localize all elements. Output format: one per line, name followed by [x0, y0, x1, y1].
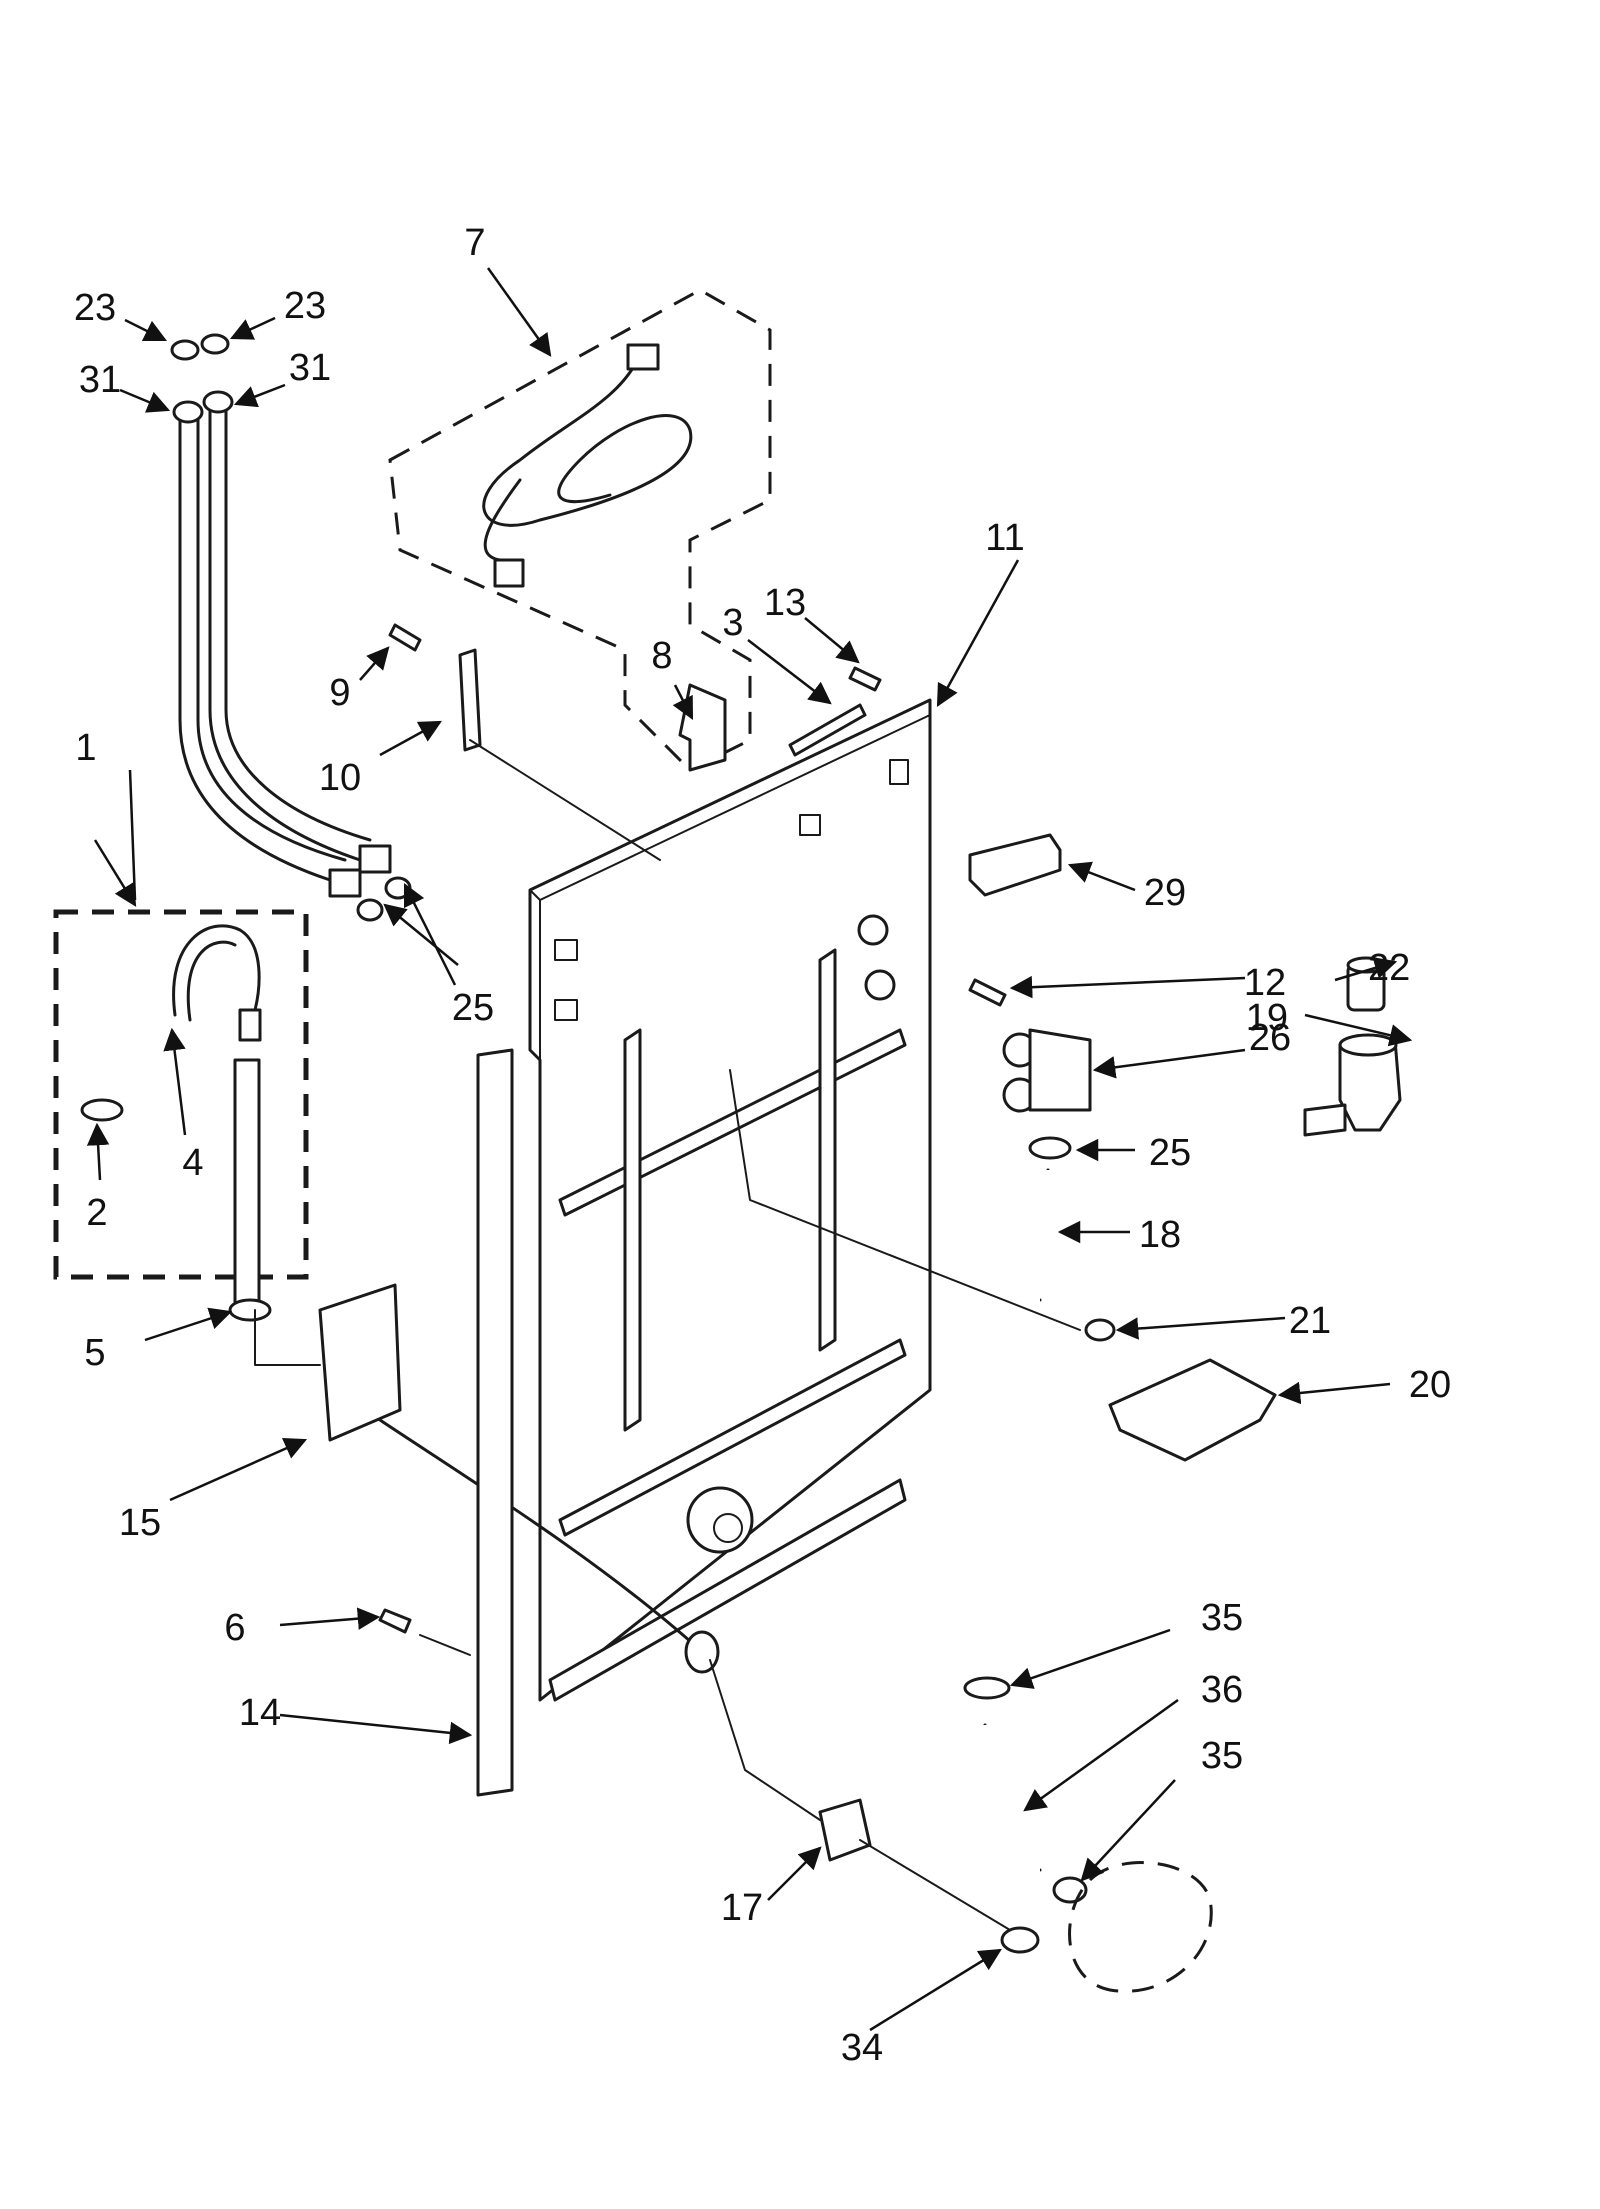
- inlet-hoses: [172, 390, 392, 898]
- rear-panel: [528, 698, 932, 1702]
- side-rail: [476, 1048, 514, 1797]
- callout-14: 14: [239, 1692, 281, 1734]
- pump-outline: [1068, 1861, 1213, 1993]
- callout-13: 13: [764, 582, 806, 624]
- drain-hose: [318, 1283, 720, 1674]
- callout-31-left: 31: [79, 359, 121, 401]
- callout-34: 34: [841, 2027, 883, 2069]
- callout-17: 17: [721, 1887, 763, 1929]
- group-box-power-cord: [388, 288, 772, 772]
- callout-36: 36: [1201, 1669, 1243, 1711]
- callout-19: 19: [1246, 997, 1288, 1039]
- callout-18: 18: [1139, 1214, 1181, 1256]
- top-strip: [788, 703, 867, 757]
- callout-10: 10: [319, 757, 361, 799]
- inlet-kit-hose: [172, 924, 262, 1312]
- screw-13: [848, 666, 882, 692]
- callout-22: 22: [1368, 947, 1410, 989]
- hose-bracket: [458, 648, 482, 752]
- phantom-line-hose: [729, 1069, 1081, 1331]
- bolt-12: [968, 978, 1007, 1007]
- callout-9: 9: [329, 672, 350, 714]
- callout-21: 21: [1289, 1300, 1331, 1342]
- callout-2: 2: [86, 1192, 107, 1234]
- callout-23-top-right: 23: [284, 285, 326, 327]
- mounting-bracket-20: [1108, 1358, 1277, 1462]
- callout-3: 3: [722, 602, 743, 644]
- leader-lines: [86, 267, 1413, 2032]
- callout-35-top: 35: [1201, 1597, 1243, 1639]
- callout-35-bottom: 35: [1201, 1735, 1243, 1777]
- callout-12: 12: [1244, 962, 1286, 1004]
- hose-clamp-17: [818, 1798, 872, 1862]
- callout-31-right: 31: [289, 347, 331, 389]
- washer-23-top-right: [200, 333, 230, 355]
- clamp-5: [228, 1298, 272, 1322]
- callout-8: 8: [651, 635, 672, 677]
- screw-9: [388, 623, 422, 652]
- callout-23-low: 25: [452, 987, 494, 1029]
- callout-1: 1: [75, 727, 96, 769]
- callout-11: 11: [985, 517, 1024, 559]
- callout-23-top-left: 23: [74, 287, 116, 329]
- clamp-25: [1028, 1136, 1072, 1160]
- callout-6: 6: [224, 1607, 245, 1649]
- handle-29: [968, 833, 1062, 897]
- water-valve: [1002, 1028, 1092, 1113]
- callout-7: 7: [464, 222, 485, 264]
- callout-labels: 23 23 31 31 7 9 10 8 3 13 11 1 25 4 2 5 …: [74, 222, 1451, 2069]
- callout-4: 4: [182, 1142, 203, 1184]
- callout-15: 15: [119, 1502, 161, 1544]
- callout-29: 29: [1144, 872, 1186, 914]
- phantom-line-clamp5: [254, 1309, 321, 1366]
- phantom-line-bracket: [469, 739, 661, 861]
- callout-20: 20: [1409, 1364, 1451, 1406]
- phantom-line-screw6: [419, 1634, 471, 1656]
- pump-motor: [1303, 1033, 1402, 1137]
- washer-23-top-left: [170, 339, 200, 361]
- cord-clip: [678, 683, 727, 772]
- group-box-inlet-kit: [53, 909, 309, 1280]
- clamp-21: [1084, 1318, 1116, 1342]
- clamp-35-top: [963, 1676, 1011, 1700]
- clamp-34: [1000, 1926, 1040, 1954]
- phantom-line-clamp: [859, 1839, 1011, 1931]
- callout-26: 26: [1249, 1017, 1291, 1059]
- callout-25: 25: [1149, 1132, 1191, 1174]
- washer-23-low-left: [356, 898, 384, 922]
- clamp-2: [80, 1098, 124, 1122]
- phantom-line-drain: [709, 1659, 821, 1821]
- screw-6: [378, 1608, 412, 1634]
- power-cord: [482, 343, 693, 588]
- pump-hose: [973, 1723, 1042, 1882]
- callout-5: 5: [84, 1332, 105, 1374]
